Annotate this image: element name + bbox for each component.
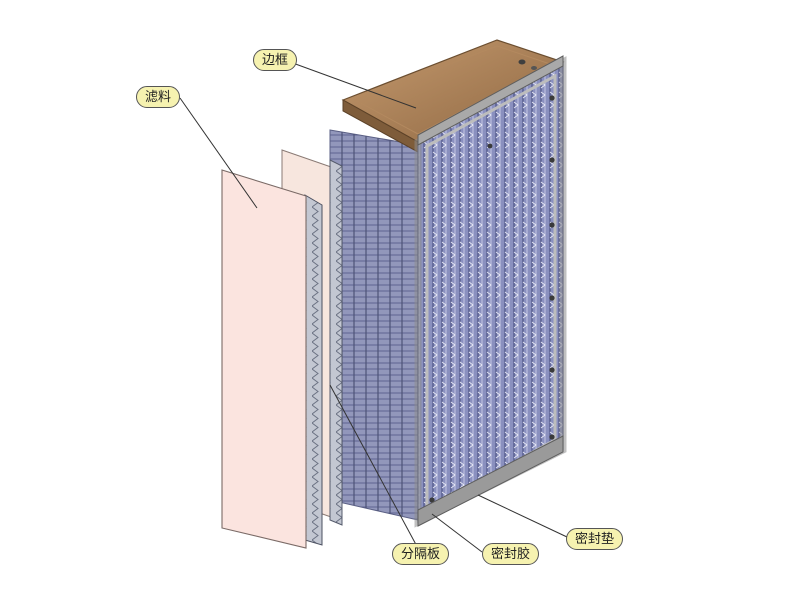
leader-lines [179, 61, 568, 553]
filter-pack-side [329, 129, 419, 521]
filter-media-sheet [221, 169, 323, 549]
label-gasket: 密封垫 [566, 528, 624, 550]
filter-front-face [414, 55, 567, 528]
label-sealant: 密封胶 [482, 543, 540, 565]
label-filter-media: 滤料 [136, 86, 181, 108]
label-separator: 分隔板 [392, 543, 450, 565]
label-frame: 边框 [253, 49, 298, 71]
